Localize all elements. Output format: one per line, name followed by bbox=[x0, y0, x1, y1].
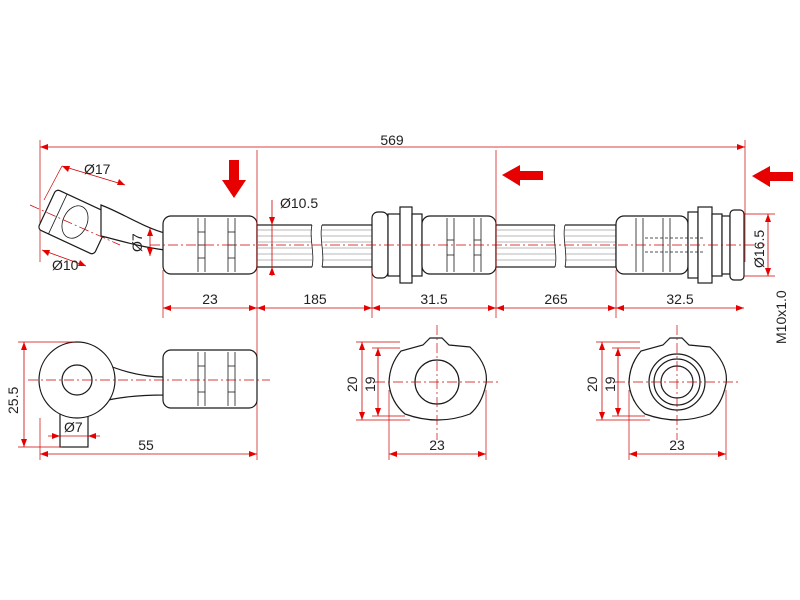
side-length-dimension: 55 bbox=[39, 418, 257, 460]
side-length-label: 55 bbox=[138, 437, 154, 453]
fitting-diameter-dimension: Ø16.5 bbox=[744, 213, 775, 277]
fitting-diameter-label: Ø16.5 bbox=[751, 230, 767, 268]
length-fitting-1-label: 23 bbox=[202, 291, 218, 307]
tube-diameter-dimension: Ø7 bbox=[129, 228, 153, 256]
section-middle-width-label: 23 bbox=[429, 437, 445, 453]
overall-length-dimension: 569 bbox=[39, 132, 746, 262]
section-right-dimensions: 20 19 23 bbox=[584, 341, 727, 460]
section-middle-dimensions: 20 19 23 bbox=[344, 341, 487, 460]
side-height-dimension: 25.5 bbox=[5, 341, 75, 448]
hose-section-2 bbox=[495, 223, 617, 269]
side-tube-dimension: Ø7 bbox=[48, 419, 100, 439]
eye-inner-diameter-dimension: Ø10 bbox=[41, 249, 87, 273]
view-direction-arrow-left-middle bbox=[502, 165, 543, 186]
length-fitting-3-label: 32.5 bbox=[666, 291, 693, 307]
length-hose-1-label: 185 bbox=[303, 291, 327, 307]
section-right-inner-label: 19 bbox=[602, 376, 618, 392]
thread-spec-label: M10x1.0 bbox=[773, 290, 789, 344]
section-right-width-label: 23 bbox=[669, 437, 685, 453]
side-height-label: 25.5 bbox=[5, 387, 21, 414]
overall-length-label: 569 bbox=[380, 132, 404, 148]
hose-diameter-label: Ø10.5 bbox=[280, 195, 318, 211]
section-right-outer-label: 20 bbox=[584, 376, 600, 392]
hose-diameter-dimension: Ø10.5 bbox=[269, 195, 318, 276]
eye-inner-diameter-label: Ø10 bbox=[52, 257, 79, 273]
segment-length-dimensions: 23 185 31.5 265 32.5 bbox=[163, 291, 744, 311]
side-tube-diameter-label: Ø7 bbox=[64, 419, 83, 435]
section-view-right bbox=[615, 325, 740, 440]
eye-outer-diameter-label: Ø17 bbox=[84, 161, 111, 177]
length-hose-2-label: 265 bbox=[544, 291, 568, 307]
eye-outer-diameter-dimension: Ø17 bbox=[43, 161, 126, 201]
length-fitting-2-label: 31.5 bbox=[420, 291, 447, 307]
section-middle-inner-label: 19 bbox=[362, 376, 378, 392]
section-view-middle bbox=[375, 325, 500, 440]
tube-diameter-label: Ø7 bbox=[129, 233, 145, 252]
view-direction-arrow-down bbox=[222, 160, 246, 198]
view-direction-arrow-left-end bbox=[752, 166, 793, 187]
section-middle-outer-label: 20 bbox=[344, 376, 360, 392]
hose-section-1 bbox=[256, 223, 374, 269]
